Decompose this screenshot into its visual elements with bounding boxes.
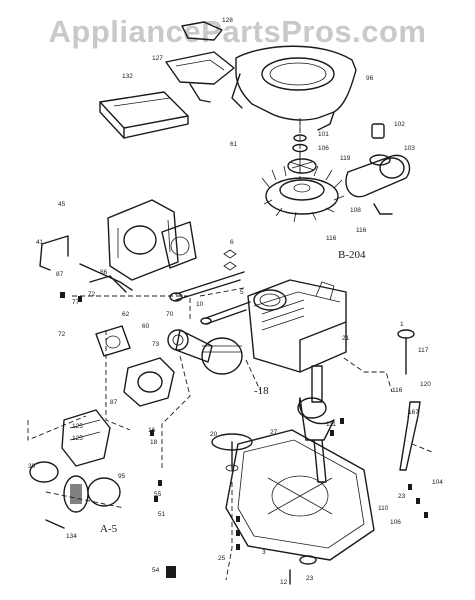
callout: 72 bbox=[88, 291, 96, 298]
oil-fill-tube bbox=[397, 329, 421, 471]
callout: 104 bbox=[432, 479, 443, 486]
label-b204: B-204 bbox=[338, 249, 366, 261]
callout: 12 bbox=[280, 579, 288, 586]
callout: 119 bbox=[340, 155, 351, 162]
callout: 127 bbox=[152, 55, 163, 62]
callout: 111 bbox=[326, 421, 336, 428]
callout: 70 bbox=[166, 311, 174, 318]
callout: 132 bbox=[122, 73, 133, 80]
callout: 134 bbox=[66, 533, 77, 540]
callout: 60 bbox=[142, 323, 150, 330]
callout: 101 bbox=[318, 131, 329, 138]
callout: 30 bbox=[28, 463, 36, 470]
air-cleaner-body bbox=[61, 409, 111, 467]
governor-link bbox=[39, 235, 133, 293]
engine-sump bbox=[225, 429, 375, 561]
callout: 10 bbox=[196, 301, 204, 308]
callout: 16 bbox=[148, 427, 156, 434]
air-filter-element bbox=[99, 91, 189, 139]
callout: 72 bbox=[58, 331, 66, 338]
callout: 120 bbox=[420, 381, 431, 388]
callout: 23 bbox=[306, 575, 314, 582]
callout: 6 bbox=[230, 239, 234, 246]
callout: 3 bbox=[262, 549, 266, 556]
callout: 102 bbox=[394, 121, 405, 128]
cylinder-block bbox=[247, 279, 347, 373]
crankshaft bbox=[297, 365, 335, 483]
assembly-guides bbox=[27, 120, 433, 581]
callout: 87 bbox=[56, 271, 64, 278]
callout: 87 bbox=[110, 399, 118, 406]
fasteners bbox=[45, 292, 428, 585]
callout: 167 bbox=[408, 409, 419, 416]
callout: 20 bbox=[210, 431, 218, 438]
muffler bbox=[345, 123, 411, 215]
valves bbox=[169, 249, 251, 325]
callout: 128 bbox=[222, 17, 233, 24]
callout: 73 bbox=[152, 341, 160, 348]
callout: 25 bbox=[218, 555, 226, 562]
callout: 5 bbox=[240, 289, 244, 296]
callout: 103 bbox=[404, 145, 415, 152]
callout: 45 bbox=[58, 201, 66, 208]
flywheel bbox=[261, 164, 345, 223]
callout: 125 bbox=[72, 435, 83, 442]
callout: 117 bbox=[418, 347, 429, 354]
callout: 27 bbox=[270, 429, 278, 436]
callout: 23 bbox=[398, 493, 406, 500]
callout: 125 bbox=[72, 423, 83, 430]
callout: 106 bbox=[318, 145, 329, 152]
callout: 61 bbox=[230, 141, 238, 148]
callout: 55 bbox=[154, 491, 162, 498]
piston-assembly bbox=[167, 329, 243, 375]
callout: 110 bbox=[378, 505, 389, 512]
callout-numbers: 128 127 132 96 101 106 61 102 103 119 10… bbox=[28, 17, 443, 586]
callout: 96 bbox=[366, 75, 374, 82]
label-a5: A-5 bbox=[100, 523, 118, 535]
callout: 54 bbox=[152, 567, 160, 574]
callout: 106 bbox=[390, 519, 401, 526]
callout: 77 bbox=[72, 299, 80, 306]
callout: 86 bbox=[100, 269, 108, 276]
cylinder-head bbox=[107, 199, 197, 281]
callout: 18 bbox=[150, 439, 158, 446]
callout: 21 bbox=[342, 335, 350, 342]
callout: 116 bbox=[392, 387, 403, 394]
starter-cup bbox=[287, 158, 317, 174]
callout: 116 bbox=[356, 227, 367, 234]
label-r18: -18 bbox=[254, 385, 269, 397]
callout: 116 bbox=[326, 235, 337, 242]
callout: 108 bbox=[350, 207, 361, 214]
blower-housing bbox=[231, 45, 357, 131]
callout: 95 bbox=[118, 473, 126, 480]
callout: 51 bbox=[158, 511, 166, 518]
callout: 41 bbox=[36, 239, 44, 246]
callout: 62 bbox=[122, 311, 130, 318]
control-bracket bbox=[165, 21, 235, 103]
fuel-cap bbox=[29, 461, 121, 513]
callout: 1 bbox=[400, 321, 404, 328]
carburetor bbox=[95, 325, 175, 407]
